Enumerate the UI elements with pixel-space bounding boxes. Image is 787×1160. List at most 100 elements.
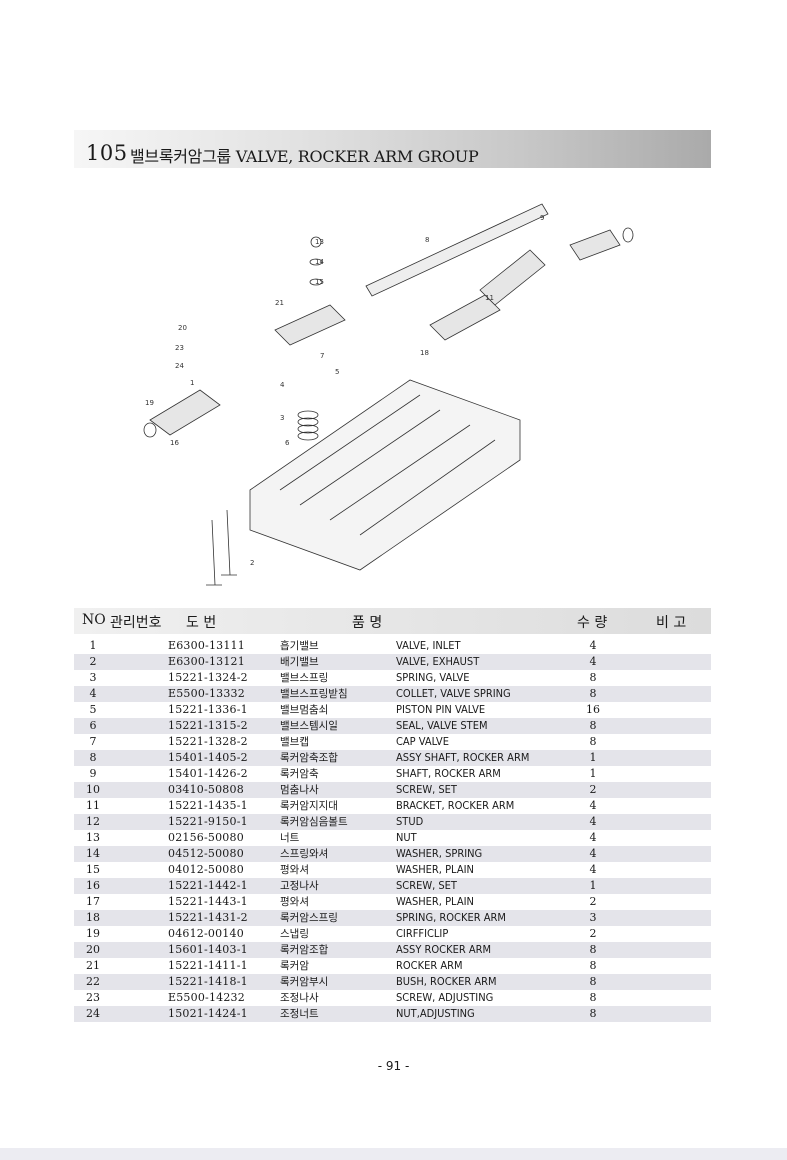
- part-number-cell: 04012-50080: [168, 863, 244, 876]
- english-name-cell: SCREW, SET: [396, 879, 457, 892]
- part-no-cell: 10: [86, 783, 100, 796]
- diagram-callout-label: 9: [540, 214, 544, 222]
- diagram-callout-label: 8: [425, 236, 429, 244]
- part-number-cell: 15221-1315-2: [168, 719, 248, 732]
- part-no-cell: 5: [89, 703, 97, 716]
- english-name-cell: NUT,ADJUSTING: [396, 1007, 475, 1020]
- english-name-cell: SCREW, ADJUSTING: [396, 991, 494, 1004]
- diagram-callout-label: 13: [315, 238, 324, 246]
- korean-name-cell: 평와셔: [280, 896, 309, 908]
- english-name-cell: ASSY SHAFT, ROCKER ARM: [396, 751, 530, 764]
- rocker-arm-drawing-far: [479, 249, 546, 306]
- col-header-item: 품 명: [352, 615, 383, 631]
- english-name-cell: VALVE, EXHAUST: [396, 655, 480, 668]
- part-number-cell: 15221-1442-1: [168, 879, 248, 892]
- part-number-cell: 15221-1443-1: [168, 895, 248, 908]
- page-number: - 91 -: [377, 1059, 410, 1073]
- part-no-cell: 1: [89, 639, 97, 652]
- korean-name-cell: 록커암부시: [280, 976, 329, 988]
- diagram-callout-label: 15: [315, 278, 324, 286]
- quantity-cell: 8: [589, 991, 597, 1004]
- part-no-cell: 13: [86, 831, 100, 844]
- rocker-shaft-drawing: [365, 203, 549, 297]
- korean-name-cell: 밸브스프링받침: [280, 688, 348, 700]
- part-no-cell: 23: [86, 991, 100, 1004]
- diagram-callout-label: 21: [275, 299, 284, 307]
- col-header-mgmt: 관리번호: [110, 615, 162, 631]
- part-no-cell: 4: [89, 687, 97, 700]
- part-no-cell: 17: [86, 895, 100, 908]
- english-name-cell: SHAFT, ROCKER ARM: [396, 767, 501, 780]
- diagram-callout-label: 2: [250, 559, 254, 567]
- english-name-cell: CIRFFICLIP: [396, 927, 449, 940]
- english-name-cell: ROCKER ARM: [396, 959, 463, 972]
- part-number-cell: E5500-13332: [168, 687, 245, 700]
- quantity-cell: 3: [589, 911, 597, 924]
- part-number-cell: 15021-1424-1: [168, 1007, 248, 1020]
- part-number-cell: 15221-9150-1: [168, 815, 248, 828]
- korean-name-cell: 록커암스프링: [280, 912, 338, 924]
- quantity-cell: 2: [589, 927, 597, 940]
- part-number-cell: 15221-1435-1: [168, 799, 248, 812]
- part-no-cell: 16: [86, 879, 100, 892]
- col-header-drawing: 도 번: [186, 615, 217, 631]
- part-no-cell: 11: [86, 799, 100, 812]
- quantity-cell: 1: [589, 751, 597, 764]
- korean-name-cell: 조정너트: [280, 1008, 319, 1020]
- col-header-no: NO: [82, 612, 106, 628]
- korean-name-cell: 밸브스템시일: [280, 720, 338, 732]
- english-name-cell: PISTON PIN VALVE: [396, 703, 486, 716]
- quantity-cell: 4: [589, 655, 597, 668]
- part-number-cell: E6300-13111: [168, 639, 245, 652]
- quantity-cell: 4: [589, 847, 597, 860]
- part-no-cell: 7: [89, 735, 97, 748]
- part-no-cell: 6: [89, 719, 97, 732]
- rocker-arm-drawing-right: [429, 294, 501, 341]
- quantity-cell: 8: [589, 975, 597, 988]
- korean-name-cell: 평와셔: [280, 864, 309, 876]
- quantity-cell: 16: [586, 703, 600, 716]
- part-no-cell: 2: [89, 655, 97, 668]
- rocker-arm-drawing-center: [274, 304, 346, 346]
- quantity-cell: 1: [589, 767, 597, 780]
- part-no-cell: 12: [86, 815, 100, 828]
- quantity-cell: 8: [589, 687, 597, 700]
- diagram-callout-label: 24: [175, 362, 184, 370]
- part-no-cell: 8: [89, 751, 97, 764]
- english-name-cell: ASSY ROCKER ARM: [396, 943, 492, 956]
- english-name-cell: SCREW, SET: [396, 783, 457, 796]
- part-number-cell: 03410-50808: [168, 783, 244, 796]
- part-number-cell: 15601-1403-1: [168, 943, 248, 956]
- part-no-cell: 18: [86, 911, 100, 924]
- header-bar: [74, 130, 711, 168]
- english-name-cell: WASHER, PLAIN: [396, 895, 474, 908]
- quantity-cell: 4: [589, 815, 597, 828]
- korean-name-cell: 스프링와셔: [280, 848, 329, 860]
- korean-name-cell: 록커암지지대: [280, 800, 338, 812]
- english-name-cell: BUSH, ROCKER ARM: [396, 975, 497, 988]
- korean-name-cell: 스냅링: [280, 928, 309, 940]
- quantity-cell: 4: [589, 639, 597, 652]
- part-no-cell: 24: [86, 1007, 100, 1020]
- korean-name-cell: 밸브멈춤쇠: [280, 704, 329, 716]
- diagram-callout-label: 5: [335, 368, 339, 376]
- quantity-cell: 4: [589, 831, 597, 844]
- diagram-callout-label: 19: [145, 399, 154, 407]
- korean-name-cell: 록커암심음볼트: [280, 816, 348, 828]
